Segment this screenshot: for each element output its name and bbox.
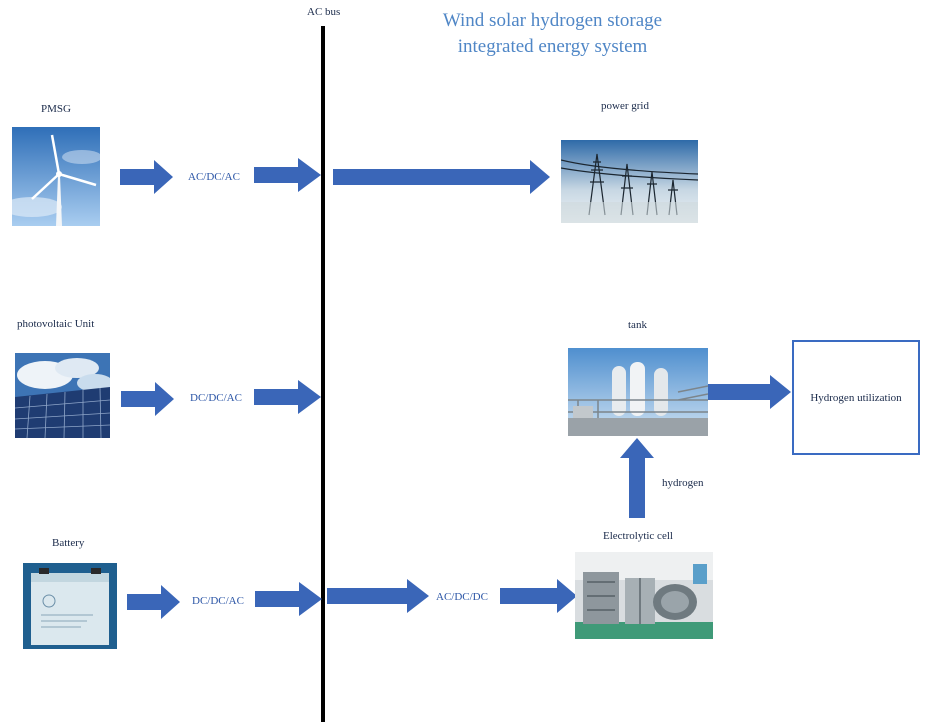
pv-converter-to-bus-arrow — [254, 380, 321, 414]
pv-label: photovoltaic Unit — [17, 318, 95, 330]
electrolyzer-converter-label: AC/DC/DC — [436, 591, 488, 603]
pmsg-label: PMSG — [41, 103, 71, 115]
title-line-1: Wind solar hydrogen storage — [442, 10, 663, 31]
pmsg-converter-to-bus-arrow — [254, 158, 321, 192]
hydrogen-utilization-box: Hydrogen utilization — [792, 340, 920, 455]
wind-turbine-image — [12, 127, 100, 226]
battery-label: Battery — [52, 537, 85, 549]
title-line-2: integrated energy system — [457, 36, 648, 57]
converter-to-electrolytic-cell-arrow — [500, 579, 577, 613]
bus-to-grid-arrow — [333, 160, 550, 194]
tank-label: tank — [628, 319, 647, 331]
tank-to-utilization-arrow — [708, 375, 791, 409]
pmsg-to-converter-arrow — [120, 160, 173, 194]
battery-image — [23, 563, 117, 649]
hydrogen-label: hydrogen — [662, 477, 704, 489]
hydrogen-up-arrow — [620, 438, 654, 518]
hydrogen-tank-image — [568, 348, 708, 436]
pv-to-converter-arrow — [121, 382, 174, 416]
pv-converter-label: DC/DC/AC — [190, 392, 242, 404]
hydrogen-utilization-label: Hydrogen utilization — [810, 391, 902, 404]
electrolytic-cell-label: Electrolytic cell — [603, 530, 673, 542]
battery-to-converter-arrow — [127, 585, 180, 619]
pmsg-converter-label: AC/DC/AC — [188, 171, 240, 183]
power-grid-image — [561, 140, 698, 223]
battery-converter-to-bus-arrow — [255, 582, 322, 616]
battery-converter-label: DC/DC/AC — [192, 595, 244, 607]
solar-panel-image — [15, 353, 110, 438]
bus-to-electrolyzer-converter-arrow — [327, 579, 429, 613]
diagram-title: Wind solar hydrogen storage integrated e… — [380, 8, 725, 60]
ac-bus-label: AC bus — [307, 6, 341, 18]
ac-bus-line — [321, 26, 325, 722]
electrolytic-cell-image — [575, 552, 713, 639]
power-grid-label: power grid — [601, 100, 649, 112]
